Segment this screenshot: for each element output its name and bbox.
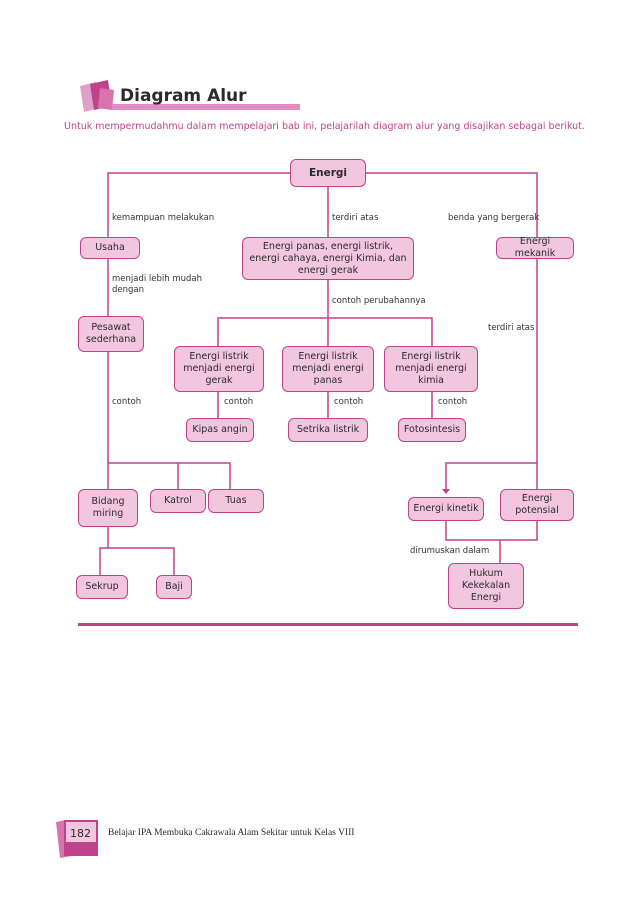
label-benda-bergerak: benda yang bergerak	[448, 213, 540, 223]
node-usaha: Usaha	[80, 237, 140, 259]
node-energi-kinetik: Energi kinetik	[408, 497, 484, 521]
node-energi-forms: Energi panas, energi listrik, energi cah…	[242, 237, 414, 280]
node-listrik-panas: Energi listrik menjadi energi panas	[282, 346, 374, 392]
node-kipas-angin: Kipas angin	[186, 418, 254, 442]
node-tuas: Tuas	[208, 489, 264, 513]
node-pesawat-sederhana: Pesawat sederhana	[78, 316, 144, 352]
label-terdiri-atas-1: terdiri atas	[332, 213, 379, 223]
label-contoh-2: contoh	[224, 397, 254, 407]
intro-text: Untuk mempermudahmu dalam mempelajari ba…	[64, 121, 585, 132]
page-number: 182	[70, 827, 91, 840]
node-energi-mekanik: Energi mekanik	[496, 236, 574, 259]
bottom-divider	[78, 623, 578, 626]
label-dirumuskan: dirumuskan dalam	[410, 546, 490, 556]
book-title: Belajar IPA Membuka Cakrawala Alam Sekit…	[108, 828, 355, 838]
label-menjadi-lebih-mudah: menjadi lebih mudah dengan	[112, 274, 203, 295]
node-listrik-kimia: Energi listrik menjadi energi kimia	[384, 346, 478, 392]
label-terdiri-atas-2: terdiri atas	[488, 323, 535, 333]
label-contoh-1: contoh	[112, 397, 142, 407]
label-contoh-4: contoh	[438, 397, 468, 407]
book-icon	[80, 80, 114, 112]
node-energi-potensial: Energi potensial	[500, 489, 574, 521]
label-contoh-perubahan: contoh perubahannya	[332, 296, 426, 306]
node-hukum-kekekalan: Hukum Kekekalan Energi	[448, 563, 524, 609]
node-energi: Energi	[290, 159, 366, 187]
node-baji: Baji	[156, 575, 192, 599]
page-title: Diagram Alur	[120, 86, 247, 106]
node-listrik-gerak: Energi listrik menjadi energi gerak	[174, 346, 264, 392]
node-setrika-listrik: Setrika listrik	[288, 418, 368, 442]
header-underline	[112, 104, 300, 110]
label-kemampuan: kemampuan melakukan	[112, 213, 215, 223]
page-tab-icon	[56, 820, 98, 858]
label-contoh-3: contoh	[334, 397, 364, 407]
node-sekrup: Sekrup	[76, 575, 128, 599]
node-katrol: Katrol	[150, 489, 206, 513]
node-fotosintesis: Fotosintesis	[398, 418, 466, 442]
node-bidang-miring: Bidang miring	[78, 489, 138, 527]
